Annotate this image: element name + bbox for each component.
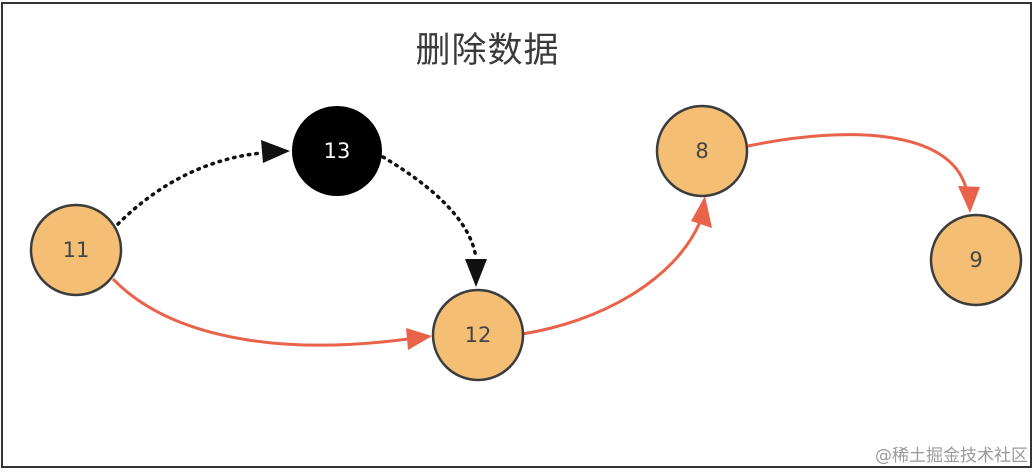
node-label-8: 8 bbox=[695, 139, 708, 163]
node-label-13: 13 bbox=[324, 139, 351, 163]
arrowhead-to-9 bbox=[958, 186, 980, 213]
node-9: 9 bbox=[929, 213, 1023, 307]
node-8: 8 bbox=[655, 104, 749, 198]
arrowhead-to-12-red bbox=[406, 328, 432, 350]
arrowhead-to-13 bbox=[261, 140, 290, 163]
dotted-link-11-to-13 bbox=[116, 151, 264, 226]
node-13-removed: 13 bbox=[292, 106, 382, 196]
node-label-11: 11 bbox=[63, 238, 90, 262]
node-label-12: 12 bbox=[465, 323, 492, 347]
red-link-8-to-9 bbox=[747, 133, 968, 189]
red-link-11-to-12 bbox=[111, 277, 409, 347]
diagram-title: 删除数据 bbox=[415, 31, 560, 71]
node-11: 11 bbox=[29, 203, 123, 297]
node-label-9: 9 bbox=[969, 248, 982, 272]
arrowhead-to-8 bbox=[691, 196, 712, 228]
dotted-link-13-to-12 bbox=[381, 155, 478, 260]
watermark-text: @稀土掘金技术社区 bbox=[875, 446, 1028, 466]
arrowhead-to-12 bbox=[465, 259, 487, 287]
red-link-12-to-8 bbox=[521, 221, 702, 336]
node-12: 12 bbox=[431, 288, 525, 382]
